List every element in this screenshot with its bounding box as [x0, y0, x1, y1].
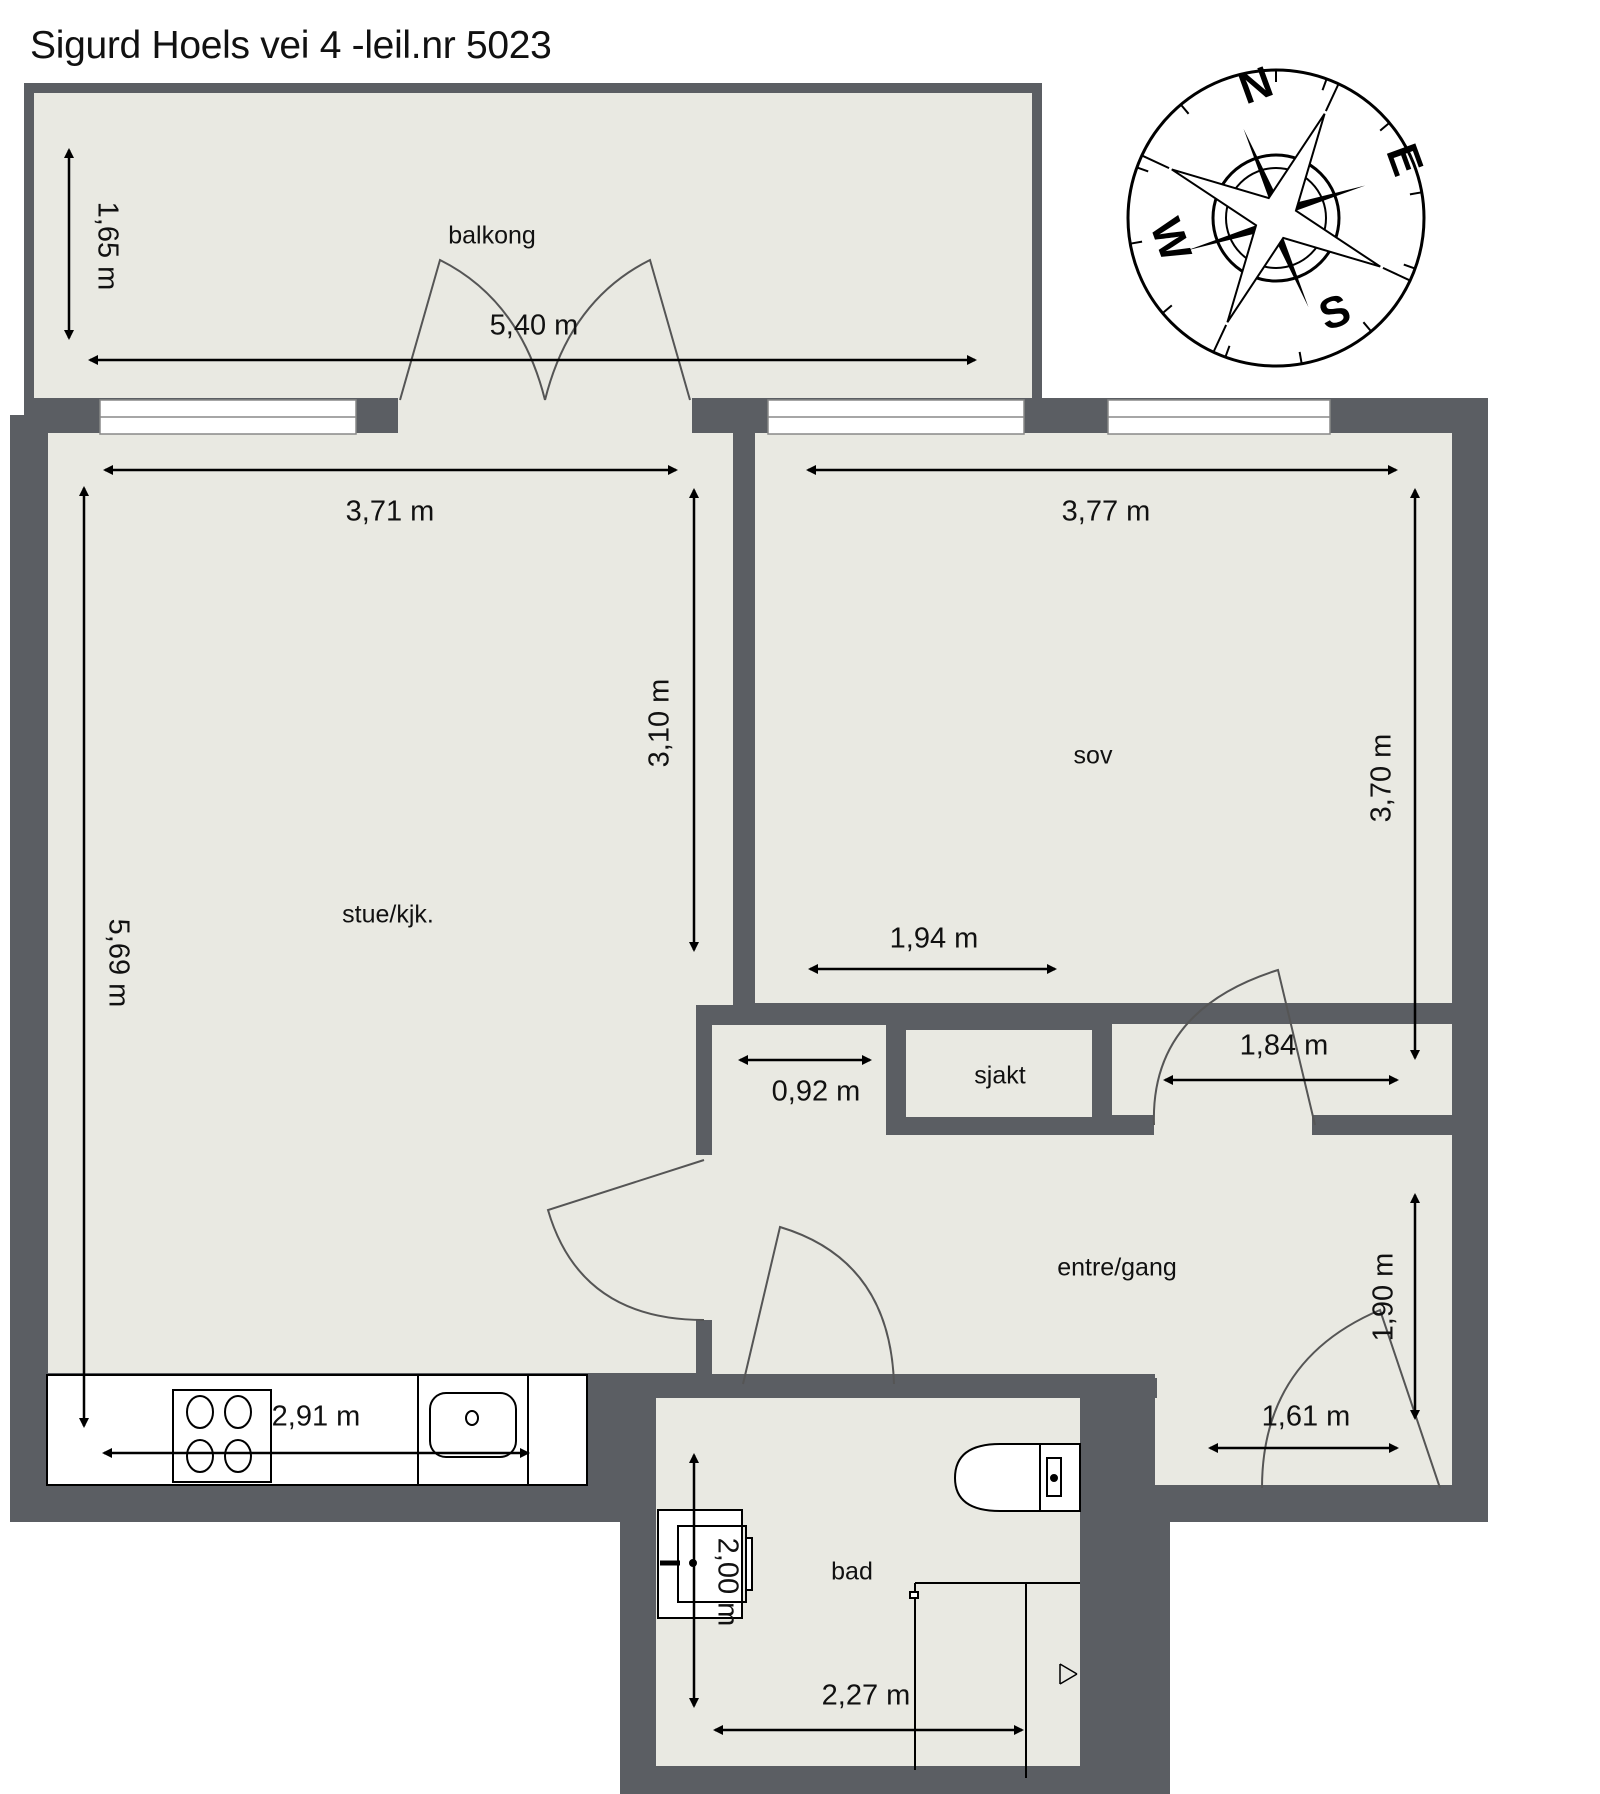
dim-balkong-width: 5,40 m [489, 309, 579, 342]
room-label-entre: entre/gang [1057, 1253, 1177, 1282]
bathroom-fixtures [657, 1443, 1081, 1778]
sjakt-room [906, 1030, 1092, 1117]
dim-sov-door: 1,84 m [1239, 1029, 1329, 1062]
dim-sov-inner: 1,94 m [889, 922, 979, 955]
room-label-sjakt: sjakt [974, 1061, 1026, 1090]
floors [48, 433, 1452, 1766]
room-label-stue: stue/kjk. [342, 900, 434, 929]
dim-stue-width: 3,71 m [345, 495, 435, 528]
plan-title: Sigurd Hoels vei 4 -leil.nr 5023 [30, 24, 552, 67]
compass-rose [1126, 68, 1426, 368]
dim-sov-width: 3,77 m [1061, 495, 1151, 528]
room-label-sov: sov [1073, 741, 1113, 770]
balcony [24, 83, 1042, 401]
dim-stue-inner: 3,10 m [643, 678, 676, 768]
room-label-balkong: balkong [448, 221, 536, 250]
dim-sov-length: 3,70 m [1365, 733, 1398, 823]
dim-entre-length: 1,90 m [1367, 1252, 1400, 1342]
kitchen-counter [46, 1374, 588, 1486]
dim-balkong-depth: 1,65 m [91, 201, 124, 291]
dim-bad-length: 2,00 m [711, 1537, 744, 1627]
dimension-lines [64, 148, 1420, 1735]
dim-entre-width: 1,61 m [1261, 1400, 1351, 1433]
dim-bad-width: 2,27 m [821, 1679, 911, 1712]
dim-stue-length: 5,69 m [102, 918, 135, 1008]
dim-kitchen-width: 2,91 m [271, 1400, 361, 1433]
windows [99, 399, 1331, 435]
door-swings [399, 258, 1441, 1489]
room-label-bad: bad [831, 1557, 873, 1586]
dim-closet-width: 0,92 m [771, 1075, 861, 1108]
